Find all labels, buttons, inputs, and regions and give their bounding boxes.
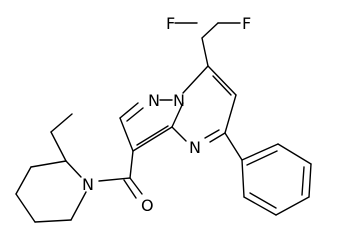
bond-ph3-ph4 [308, 163, 312, 198]
bond-n-top-c2 [119, 102, 139, 119]
atom-o-carbonyl: O [141, 196, 154, 215]
bond-carbonyl-o [129, 177, 143, 195]
bond-carbonyl-n-piperidine [98, 177, 131, 182]
bond-ph5-ph6-double [249, 192, 277, 209]
bond-n4-c3a [171, 126, 187, 142]
atom-n-pyrazole: N [148, 91, 160, 110]
bond-c2pip-c3pip [30, 160, 67, 168]
bond-c5-n4-double [204, 129, 220, 139]
bond-n-top-c2-double [126, 107, 144, 122]
structure-diagram: F F N N N N O [15, 14, 312, 223]
bond-n-c2pip [65, 160, 82, 178]
bond-ph3-ph4-double [301, 166, 305, 196]
bond-c3pip-c4pip [15, 166, 32, 195]
bond-c7-n-bridge [182, 65, 209, 94]
phenyl-ring-bonds [224, 132, 312, 216]
bond-c3a-n-bridge [171, 102, 184, 128]
atom-n-bridge: N [173, 91, 185, 110]
bond-ph6-ph1 [241, 159, 245, 198]
bond-c3-carbonyl [129, 150, 134, 179]
bond-c2pip-ethyl [50, 131, 67, 162]
bond-ph1-ph2-double [246, 150, 278, 166]
bond-ph2-ph3 [277, 143, 312, 165]
bond-c6-c5 [224, 94, 237, 134]
bond-chf2-c7 [201, 37, 209, 67]
molecule-drawing: F F N N N N O [15, 14, 312, 223]
atom-f2: F [242, 14, 251, 33]
atom-f1: F [166, 14, 175, 33]
bond-c5-n4 [209, 132, 226, 143]
bond-c2-c3 [119, 117, 134, 152]
atom-n-pyrimidine: N [189, 138, 201, 157]
bond-c5pip-c6pip [34, 219, 72, 223]
bond-c4pip-c5pip [15, 193, 36, 223]
bond-c5-phenyl [224, 132, 243, 161]
bond-ph4-ph5 [275, 196, 310, 216]
piperidine-ring-bonds [15, 113, 87, 223]
bond-ph5-ph6 [243, 196, 277, 216]
carbonyl-bonds [98, 150, 143, 199]
pyrimidine-ring-bonds [171, 65, 237, 143]
bond-c3-c3a-double [136, 125, 169, 146]
bond-ethyl-ch3 [50, 113, 73, 133]
bond-c6pip-n [70, 191, 87, 221]
atom-labels: F F N N N N O [82, 14, 251, 215]
bond-ph1-ph2 [241, 143, 279, 161]
difluoromethyl-bonds [174, 22, 241, 67]
bond-carbonyl-o-double [123, 179, 137, 199]
atom-n-piperidine: N [82, 175, 94, 194]
pyrazole-ring-bonds [119, 99, 173, 152]
bond-c7-c6-double [212, 75, 232, 96]
bond-c3-c3a [132, 126, 173, 152]
bond-c7-c6 [207, 65, 237, 96]
bond-c-f2 [201, 22, 219, 39]
